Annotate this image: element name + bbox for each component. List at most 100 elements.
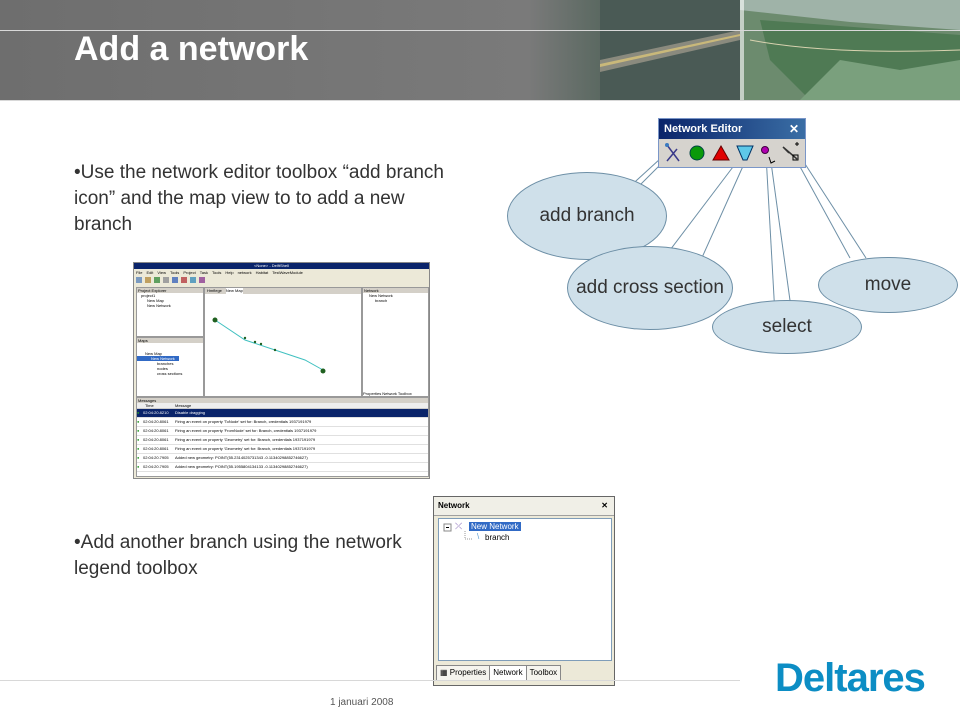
node[interactable]: [273, 348, 277, 352]
app-toolbar: [136, 277, 426, 285]
message-text: Added new geometry: POINT(55.23140257313…: [175, 455, 308, 460]
info-icon: ●: [137, 455, 140, 460]
node[interactable]: [259, 342, 263, 346]
info-icon: ●: [137, 437, 140, 442]
branch-icon: \: [477, 532, 480, 541]
tree-item[interactable]: cross sections: [157, 371, 183, 376]
tab-new-map[interactable]: New Map: [225, 288, 243, 294]
tree-item[interactable]: branches: [157, 361, 174, 366]
tab-hmflege[interactable]: Hmflege: [207, 288, 222, 293]
footer-rule: [0, 680, 740, 681]
tab-network[interactable]: Network: [489, 665, 527, 681]
deltares-logo: Deltares: [775, 656, 926, 700]
tree-item[interactable]: New Network: [369, 293, 393, 298]
callout-add-branch: add branch: [507, 172, 667, 260]
message-time: 02:04:20.8061: [143, 428, 169, 433]
message-time: 02:04:20.8061: [143, 419, 169, 424]
tree-lines: [443, 523, 473, 540]
close-icon[interactable]: ✕: [788, 122, 799, 136]
menu-item[interactable]: Help: [225, 270, 234, 275]
tree-item[interactable]: New Network: [147, 303, 171, 308]
network-icon: ⤫: [455, 521, 463, 531]
header-rule-top: [0, 30, 960, 31]
menu-item[interactable]: Project: [183, 270, 196, 275]
tab-properties[interactable]: ▦ Properties: [436, 665, 491, 681]
tree-item[interactable]: project1: [141, 293, 156, 298]
menu-item[interactable]: Tools: [169, 270, 180, 275]
app-screenshot: <None> - DelftShell File Edit View Tools…: [133, 262, 430, 479]
app-network-title: Network: [363, 288, 428, 293]
add-cross-section-tool-icon[interactable]: [736, 145, 754, 161]
network-panel-tabs: ▦ Properties Network Toolbox: [436, 665, 562, 681]
message-time: 02:04:20.7905: [143, 464, 169, 469]
tree-item[interactable]: New Map: [147, 298, 164, 303]
network-panel: Network ✕ ⤫ New Network \ branch ▦ Prope…: [433, 496, 615, 686]
tree-item-branch[interactable]: branch: [485, 533, 510, 542]
tree-item[interactable]: branch: [375, 298, 388, 303]
info-icon: ●: [137, 446, 140, 451]
maps-panel-title: Maps: [137, 338, 203, 343]
callout-move: move: [818, 257, 958, 313]
bullet-another-branch: •Add another branch using the network le…: [74, 532, 402, 579]
menu-item[interactable]: Tools: [212, 270, 222, 275]
tree-item-selected[interactable]: New Network: [137, 356, 179, 361]
network-panel-titlebar: Network ✕: [434, 497, 614, 516]
tab-toolbox[interactable]: Toolbox: [397, 391, 412, 396]
menu-item[interactable]: Edit: [146, 270, 154, 275]
tree-item[interactable]: New Map: [145, 351, 162, 356]
message-text: Firing an event on property 'ToNode' set…: [175, 419, 312, 424]
app-titlebar: <None> - DelftShell: [134, 263, 429, 269]
message-text: Added new geometry: POINT(55.19558041341…: [175, 464, 308, 469]
message-time: 02:04:20.8210: [143, 410, 169, 415]
branch-line[interactable]: [214, 319, 324, 371]
map-view[interactable]: Hmflege New Map: [204, 287, 362, 397]
move-tool-icon[interactable]: [782, 142, 799, 161]
map-canvas[interactable]: [205, 294, 361, 394]
add-branch-tool-icon[interactable]: [665, 143, 680, 162]
network-editor-title: Network Editor: [664, 123, 743, 135]
select-tool-icon[interactable]: [761, 146, 776, 164]
message-time: 02:04:20.8061: [143, 446, 169, 451]
col-time: Time: [145, 403, 154, 408]
tab-network[interactable]: Network: [382, 391, 397, 396]
aerial-photo: [600, 0, 960, 100]
info-icon: ●: [137, 464, 140, 469]
node[interactable]: [253, 340, 257, 344]
tab-toolbox[interactable]: Toolbox: [525, 665, 562, 681]
footer-date: 1 januari 2008: [330, 697, 394, 708]
tree-item-new-network[interactable]: New Network: [469, 522, 521, 531]
map-tabs: Hmflege New Map: [205, 288, 361, 294]
network-tree: ⤫ New Network \ branch: [438, 518, 612, 661]
tree-item[interactable]: nodes: [157, 366, 168, 371]
callout-add-cross-section: add cross section: [567, 246, 733, 330]
message-row[interactable]: ●02:04:20.7905 Added new geometry: POINT(…: [137, 463, 428, 472]
slide-title: Add a network: [74, 30, 309, 68]
menu-item[interactable]: File: [136, 270, 143, 275]
node[interactable]: [320, 368, 326, 374]
add-node-tool-icon[interactable]: [689, 145, 705, 161]
menu-item[interactable]: Task: [199, 270, 208, 275]
node[interactable]: [212, 317, 218, 323]
close-icon[interactable]: ✕: [601, 501, 608, 510]
network-editor-window: Network Editor ✕: [658, 118, 806, 168]
menu-item[interactable]: Habitat: [255, 270, 269, 275]
add-object-tool-icon[interactable]: [712, 144, 730, 161]
info-icon: ●: [137, 428, 140, 433]
tab-properties[interactable]: Properties: [363, 391, 382, 396]
project-explorer-title: Project Explorer: [137, 288, 203, 293]
maps-panel: Maps New Map New Network branches nodes …: [136, 337, 204, 397]
menu-item[interactable]: View: [157, 270, 166, 275]
app-window-title: <None> - DelftShell: [254, 263, 289, 268]
menu-item[interactable]: TestWaveModule: [272, 270, 303, 275]
menu-item[interactable]: network: [237, 270, 252, 275]
node[interactable]: [243, 336, 247, 340]
